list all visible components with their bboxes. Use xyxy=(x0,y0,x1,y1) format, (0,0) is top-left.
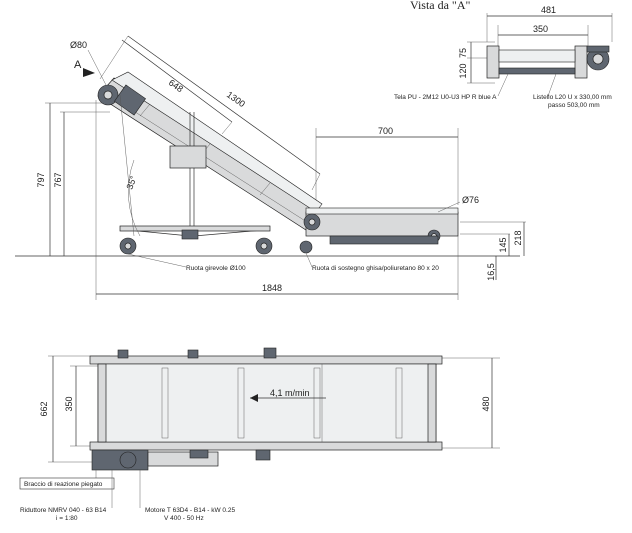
dim-767: 767 xyxy=(53,172,63,187)
note-motor: Motore T 63D4 - B14 - kW 0.25 xyxy=(145,507,235,514)
dim-145: 145 xyxy=(498,237,508,252)
stand-foot xyxy=(181,229,199,240)
dim-648: 648 xyxy=(167,77,185,94)
note-ratio: i = 1:80 xyxy=(56,515,78,522)
dim-218: 218 xyxy=(513,230,523,245)
plan-view: 662 350 480 4,1 m/min xyxy=(19,347,500,522)
side-frame-right xyxy=(574,45,588,79)
cleat xyxy=(313,367,321,439)
dim-dia80: Ø80 xyxy=(70,40,87,50)
speed-label: 4,1 m/min xyxy=(270,388,310,398)
plan-frame-bottom xyxy=(89,441,443,451)
dim-700: 700 xyxy=(378,126,393,136)
dim-16-5: 16,5 xyxy=(486,263,496,281)
dim-120: 120 xyxy=(458,63,468,78)
dim-1848: 1848 xyxy=(262,283,282,293)
dim-dia76: Ø76 xyxy=(462,195,479,205)
angle-arc xyxy=(128,159,141,237)
belt-top xyxy=(498,49,576,63)
stand-clamp xyxy=(169,145,207,169)
cleat xyxy=(395,367,403,439)
cleat xyxy=(237,367,245,439)
dim-662: 662 xyxy=(39,401,49,416)
note-support-wheel: Ruota di sostegno ghisa/poliuretano 80 x… xyxy=(312,265,439,272)
view-a: Vista da "A" 481 350 75 120 Tela PU - 2M… xyxy=(394,0,613,109)
plan-belt xyxy=(97,363,437,443)
note-box-reaction-arm xyxy=(19,477,115,490)
dim-350-plan: 350 xyxy=(64,396,74,411)
dim-75: 75 xyxy=(458,48,468,58)
dim-angle: 35° xyxy=(124,174,138,191)
belt-bottom xyxy=(498,67,576,75)
side-frame-left xyxy=(486,45,500,79)
side-elevation: 797 767 A Ø80 648 1300 700 xyxy=(15,35,526,300)
cleat xyxy=(161,367,169,439)
return-belt xyxy=(329,235,439,245)
dim-797: 797 xyxy=(36,172,46,187)
view-a-title: Vista da "A" xyxy=(410,0,471,12)
note-reaction-arm: Braccio di reazione piegato xyxy=(24,481,103,488)
inclined-belt xyxy=(111,71,323,213)
horizontal-belt xyxy=(305,207,459,215)
note-cleat: Listello L20 U x 330,00 mm xyxy=(533,94,612,101)
gear-reducer-icon xyxy=(114,84,146,116)
note-belt: Tela PU - 2M12 U0-U3 HP R blue A xyxy=(394,94,497,101)
speed-arrow-icon xyxy=(250,394,258,402)
note-cleat-pitch: passo 503,00 mm xyxy=(548,102,600,109)
dim-480: 480 xyxy=(481,396,491,411)
note-voltage: V 400 - 50 Hz xyxy=(164,515,204,522)
support-wheel xyxy=(299,240,313,254)
note-swivel-wheel: Ruota girevole Ø100 xyxy=(186,265,246,272)
note-reducer: Riduttore NMRV 040 - 63 B14 xyxy=(20,507,107,514)
dim-350-top: 350 xyxy=(533,24,548,34)
view-arrow-icon xyxy=(83,68,95,77)
dim-1300: 1300 xyxy=(225,89,247,109)
dim-481: 481 xyxy=(541,5,556,15)
view-marker-a: A xyxy=(74,59,82,71)
